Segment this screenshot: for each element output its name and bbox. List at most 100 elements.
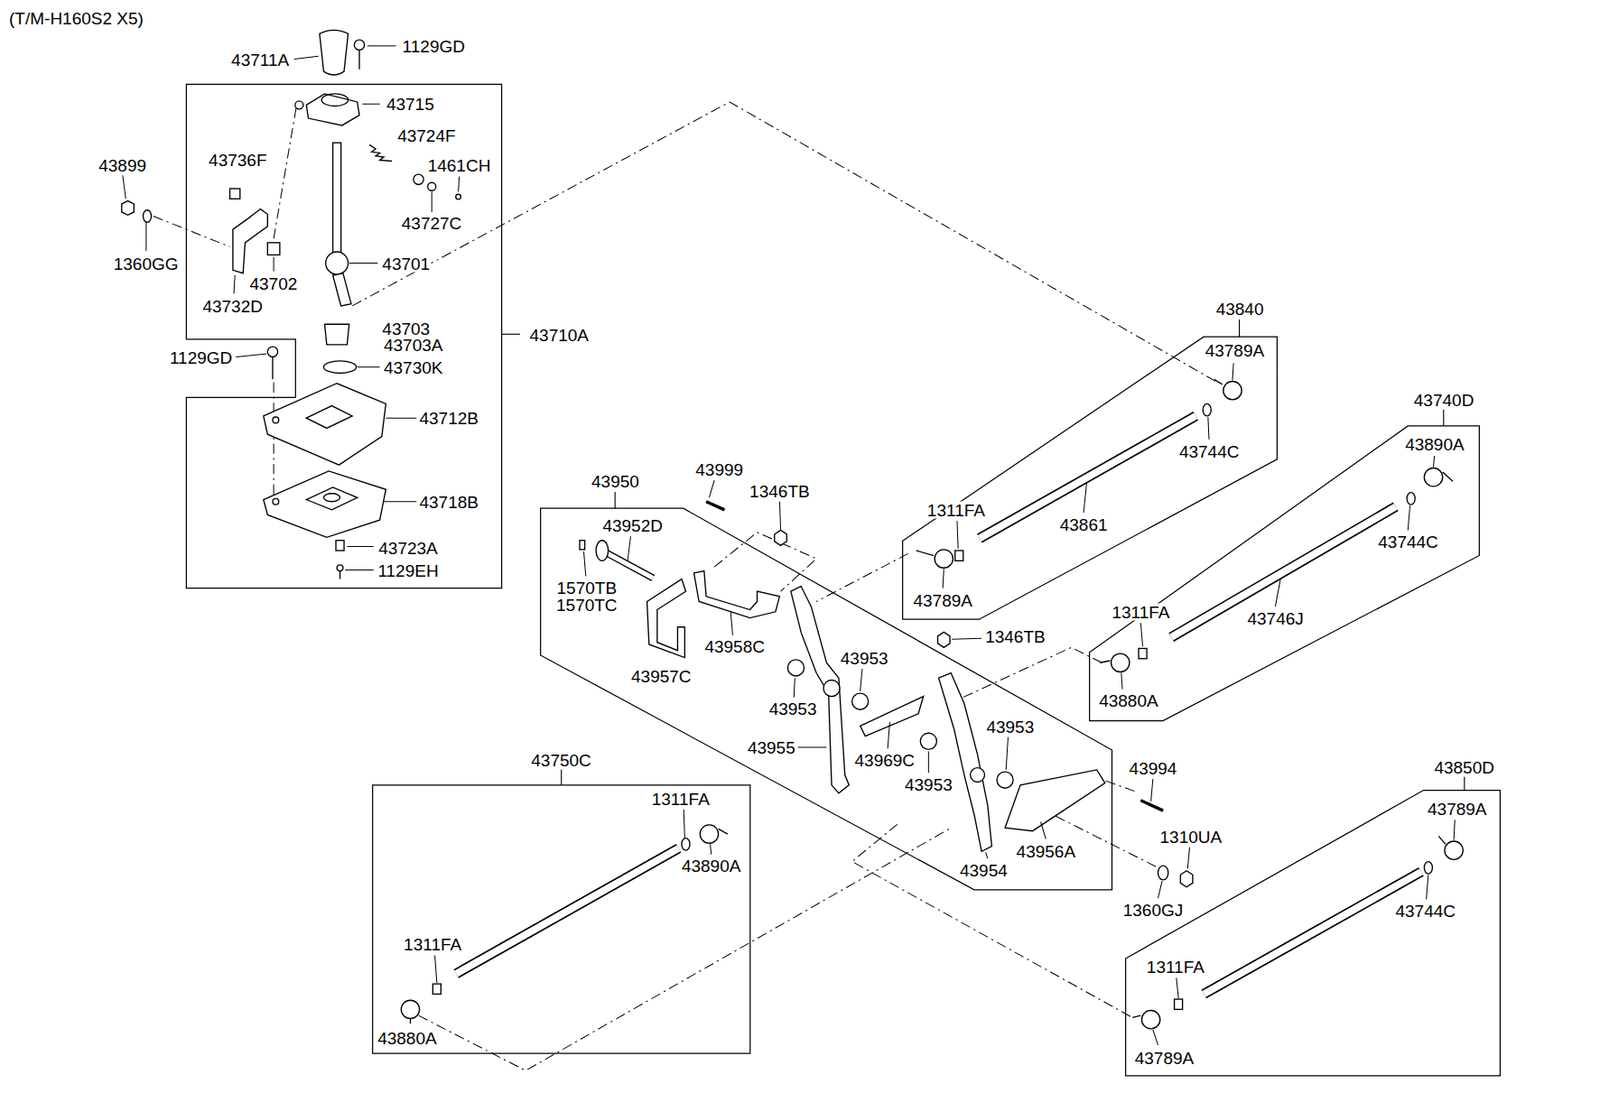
bushing	[823, 679, 840, 697]
nut	[774, 530, 788, 546]
callout-number: 1310UA	[1158, 827, 1223, 846]
heading-leader	[1443, 409, 1445, 427]
leader-line	[1208, 417, 1210, 440]
group-border	[186, 84, 503, 589]
spring	[369, 144, 392, 161]
group-border	[1089, 426, 1480, 722]
leader-line	[1407, 505, 1410, 531]
washer	[1406, 493, 1415, 506]
stud	[1214, 379, 1223, 385]
callout-number: 43789A	[1134, 1049, 1196, 1067]
leader-line	[887, 722, 890, 749]
callout-number: 43890A	[1404, 435, 1466, 453]
lever-ball	[325, 251, 349, 275]
leader-line	[928, 752, 930, 774]
bushing	[996, 772, 1014, 789]
stud	[916, 550, 934, 557]
callout-number: 1570TB	[556, 578, 619, 596]
callout-number: 43702	[248, 275, 298, 293]
group-border	[902, 336, 1278, 620]
leader-line	[435, 955, 438, 984]
leader-line	[1005, 737, 1008, 771]
drawing	[121, 29, 1464, 1071]
bolt	[1140, 800, 1163, 811]
callout-number: 43953	[839, 649, 890, 667]
leader-line	[627, 536, 631, 561]
group-number: 43750C	[530, 751, 593, 769]
group-border	[372, 785, 750, 1054]
stud	[1438, 836, 1446, 845]
lever-shaft	[333, 142, 342, 253]
rod-fill	[1203, 872, 1422, 996]
leader-line	[385, 418, 417, 419]
bolt-head	[267, 346, 278, 357]
heading-leader	[1463, 777, 1465, 791]
nut	[955, 550, 964, 561]
housing-boss	[295, 101, 304, 110]
group-number: 43710A	[529, 325, 591, 344]
callout-number: 43861	[1059, 515, 1109, 533]
group-number: 43840	[1215, 300, 1266, 318]
nut	[121, 201, 135, 216]
leader-line	[273, 257, 275, 272]
bushing	[413, 174, 424, 185]
plate	[263, 471, 387, 538]
group-border	[540, 508, 1113, 891]
washer	[1158, 865, 1169, 881]
clip	[579, 540, 586, 550]
callout-number: 43744C	[1394, 902, 1457, 921]
callout-number: 43789A	[911, 591, 974, 609]
ball-joint	[934, 549, 953, 568]
leader-line	[584, 551, 587, 577]
lever	[939, 673, 993, 853]
hole	[272, 498, 280, 505]
callout-number: 43732D	[201, 297, 264, 316]
heading-leader	[560, 770, 562, 786]
leader-line	[1176, 977, 1179, 999]
leader-line	[383, 501, 417, 503]
assembly-lines	[153, 102, 1219, 1071]
callout-number: 1311FA	[1145, 958, 1206, 977]
assembly-line	[352, 102, 1219, 384]
nut	[432, 984, 441, 995]
plate-opening	[306, 487, 357, 511]
leaders	[122, 46, 1455, 1046]
stud	[1442, 472, 1453, 482]
bushing	[230, 188, 241, 199]
leader-line	[1158, 881, 1163, 899]
callout-number: 1346TB	[748, 482, 811, 500]
washer	[142, 210, 151, 224]
leader-line	[1232, 362, 1234, 381]
screw-head	[336, 565, 344, 572]
callout-number: 43956A	[1015, 842, 1078, 860]
stud	[1132, 1015, 1141, 1018]
callout-number: 43736F	[207, 151, 268, 169]
leader-line	[779, 502, 781, 531]
leader-line	[1274, 579, 1281, 608]
leader-line	[951, 638, 982, 640]
rods	[455, 416, 1422, 996]
leader-line	[145, 221, 147, 252]
callout-number: 43955	[746, 739, 797, 757]
callout-number: 43701	[381, 254, 431, 272]
leader-line	[1041, 822, 1047, 840]
heading-leader	[614, 492, 616, 509]
leader-line	[798, 747, 828, 749]
leader-line	[683, 809, 685, 839]
screw-shank	[358, 49, 360, 69]
rod-fill	[455, 848, 679, 975]
leader-line	[1453, 819, 1455, 841]
ball-joint	[400, 1000, 419, 1019]
assembly-line	[816, 553, 909, 602]
bracket	[232, 209, 268, 274]
callout-number: 43994	[1128, 759, 1179, 777]
leader-line	[1151, 779, 1154, 802]
leader-line	[1433, 455, 1435, 467]
assembly-line	[714, 532, 817, 593]
callout-number: 43953	[903, 776, 954, 794]
ball-joint	[1111, 653, 1130, 672]
leader-line	[957, 520, 959, 549]
assembly-line	[852, 824, 1131, 1018]
callout-number: 43899	[97, 157, 148, 175]
callout-number: 43744C	[1178, 442, 1241, 460]
